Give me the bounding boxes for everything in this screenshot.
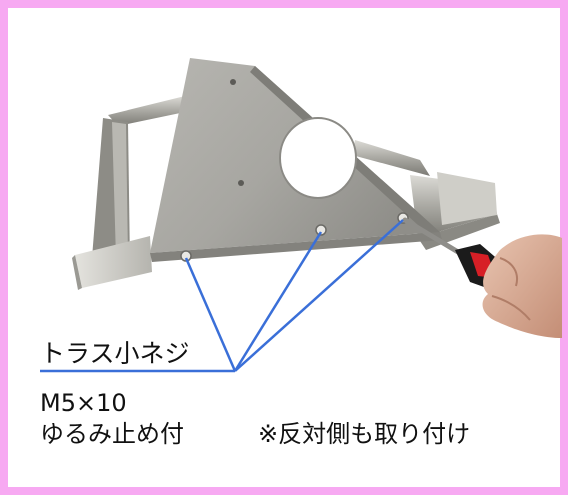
panel-small-hole	[238, 180, 244, 186]
callout-leader-lines	[40, 219, 404, 373]
screw-size-label: M5×10	[40, 389, 127, 417]
screw-icon	[315, 224, 327, 236]
panel-small-hole	[230, 79, 236, 85]
leader-line	[234, 219, 404, 372]
side-panel	[150, 58, 442, 262]
truss-screws	[180, 212, 409, 262]
leader-line	[233, 231, 323, 372]
leader-line	[184, 257, 237, 372]
frame-rails	[72, 96, 500, 290]
lock-feature-label: ゆるみ止め付	[40, 420, 184, 448]
screw-name-label: トラス小ネジ	[40, 339, 190, 368]
other-side-note: ※反対側も取り付け	[258, 420, 471, 448]
screwdriver-in-hand	[402, 217, 562, 338]
panel-hole	[280, 118, 356, 198]
hand	[482, 234, 562, 338]
